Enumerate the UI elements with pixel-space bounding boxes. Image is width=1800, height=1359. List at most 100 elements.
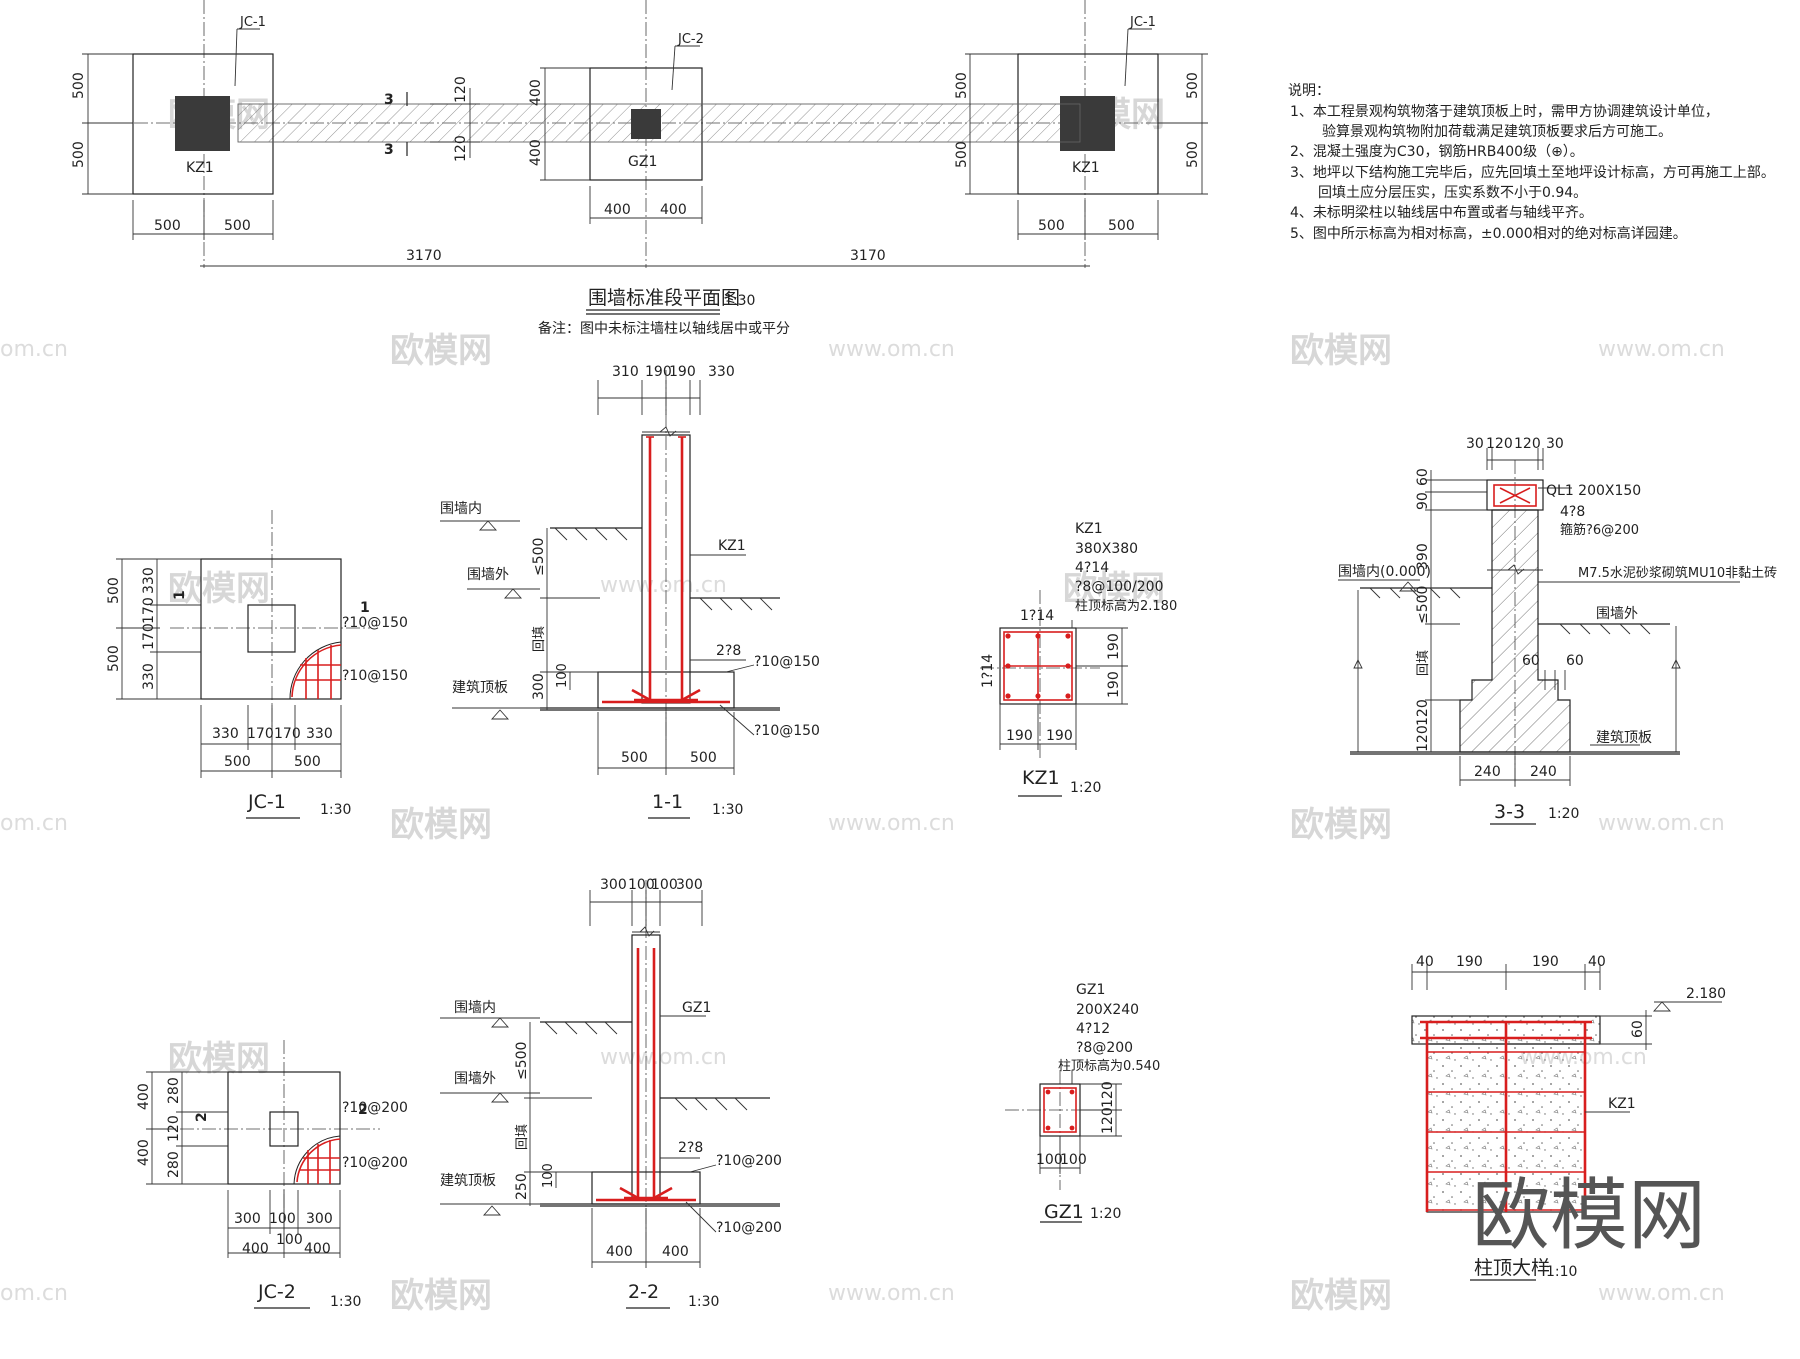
dim-text: 400 <box>660 202 687 218</box>
slab-label: 建筑顶板 <box>440 1173 496 1189</box>
h500-label: ≤500 <box>531 538 547 576</box>
dim-text: 170 <box>274 726 301 742</box>
cut-1-mark: 1 <box>360 600 370 616</box>
watermark-url: om.cn <box>0 1281 68 1306</box>
fill-label: 回填 <box>515 1124 530 1150</box>
gz1-spec: 200X240 <box>1076 1002 1139 1018</box>
inner-label: 围墙内 <box>454 1000 496 1016</box>
dim-text: 390 <box>1415 543 1431 570</box>
dim-text: 500 <box>1108 218 1135 234</box>
watermark-brand: 欧模网 <box>1290 805 1392 845</box>
dim-text: 60 <box>1630 1020 1646 1038</box>
plan-view: JC-1 JC-2 JC-1 KZ1 GZ1 KZ1 500 500 400 4… <box>71 0 1208 337</box>
dim-text: 500 <box>954 72 970 99</box>
dim-text: 500 <box>106 577 122 604</box>
s33-scale: 1:20 <box>1548 806 1579 822</box>
gz1-spec: ?8@200 <box>1076 1040 1133 1056</box>
plan-scale: 1:30 <box>724 293 755 309</box>
dim-text: 190 <box>1532 954 1559 970</box>
rebar-label: ?10@150 <box>754 723 820 739</box>
notes-line: 5、图中所示标高为相对标高，±0.000相对的绝对标高详园建。 <box>1290 225 1687 242</box>
inner-label: 围墙内 <box>440 501 482 517</box>
kz1-spec: 4?14 <box>1075 560 1109 576</box>
dim-text: 190 <box>1456 954 1483 970</box>
dim-text: 400 <box>136 1139 152 1166</box>
dim-text: 240 <box>1474 764 1501 780</box>
cap-elevation: 2.180 <box>1686 986 1726 1002</box>
kz1-bar-label: 1?14 <box>1020 608 1054 624</box>
dim-text: 300 <box>306 1211 333 1227</box>
dim-text: 400 <box>304 1241 331 1257</box>
rebar-label: ?10@150 <box>754 654 820 670</box>
dim-text: 120 <box>166 1115 182 1142</box>
cap-scale: 1:10 <box>1546 1264 1577 1280</box>
watermark-brand: 欧模网 <box>1063 569 1165 609</box>
dim-text: 500 <box>106 645 122 672</box>
watermark-brand: 欧模网 <box>1290 1276 1392 1316</box>
dim-text: 400 <box>136 1083 152 1110</box>
watermark-brand: 欧模网 <box>390 805 492 845</box>
dim-text: 30 <box>1546 436 1564 452</box>
dim-text: 100 <box>1036 1152 1063 1168</box>
kz1-label: KZ1 <box>718 538 746 554</box>
cap-title: 柱顶大样 <box>1474 1257 1550 1279</box>
cap-kz1-label: KZ1 <box>1608 1096 1636 1112</box>
inner-label: 围墙内(0.000) <box>1338 564 1431 580</box>
section-1-1: 310 190 190 330 围墙内 围墙外 建筑顶板 ≤500 <box>440 364 820 819</box>
dim-text: 330 <box>708 364 735 380</box>
notes-line: 3、地坪以下结构施工完毕后，应先回填土至地坪设计标高，方可再施工上部。 <box>1290 164 1775 181</box>
notes-line: 4、未标明梁柱以轴线居中布置或者与轴线平齐。 <box>1290 205 1593 221</box>
dim-text: 120 <box>1100 1081 1116 1108</box>
s33-title: 3-3 <box>1494 801 1525 823</box>
kz1-label: KZ1 <box>186 160 214 176</box>
dim-text: 500 <box>294 754 321 770</box>
ql1-spec: 箍筋?6@200 <box>1560 522 1639 538</box>
dim-text: 400 <box>662 1244 689 1260</box>
dim-text: 400 <box>604 202 631 218</box>
fill-label: 回填 <box>1416 650 1431 676</box>
dim-text: 250 <box>514 1173 530 1200</box>
kz1-spec: KZ1 <box>1075 521 1103 537</box>
jc2-rebar-label: ?10@200 <box>342 1100 408 1116</box>
dim-text: 40 <box>1588 954 1606 970</box>
section-3-mark: 3 <box>384 92 394 108</box>
plan-note: 备注：图中未标注墙柱以轴线居中或平分 <box>538 320 790 337</box>
kz1-label: KZ1 <box>1072 160 1100 176</box>
watermark-brand: 欧模网 <box>1290 331 1392 371</box>
dim-text: 300 <box>531 673 547 700</box>
cut-2-mark: 2 <box>194 1112 210 1122</box>
gz1-column-section: GZ1 200X240 4?12 ?8@200 柱顶标高为0.540 120 1… <box>1005 982 1160 1223</box>
watermark-url: www.om.cn <box>1598 811 1725 836</box>
slab-label: 建筑顶板 <box>1596 730 1652 746</box>
column-cap-detail: 40 190 190 40 60 2.180 KZ1 欧模网 柱顶大样 1:10 <box>1411 954 1726 1281</box>
dim-text: 330 <box>306 726 333 742</box>
ql1-spec: 4?8 <box>1560 504 1585 520</box>
dim-text: 240 <box>1530 764 1557 780</box>
dim-text: 30 <box>1466 436 1484 452</box>
dim-text: 190 <box>669 364 696 380</box>
watermark-url: www.om.cn <box>828 811 955 836</box>
rebar-label: ?10@200 <box>716 1220 782 1236</box>
dim-text: 100 <box>651 877 678 893</box>
outer-label: 围墙外 <box>454 1071 496 1087</box>
dim-text: 190 <box>1006 728 1033 744</box>
dim-text: 3170 <box>850 248 886 264</box>
dim-text: 400 <box>528 139 544 166</box>
section-3-mark: 3 <box>384 142 394 158</box>
gz1-scale: 1:20 <box>1090 1206 1121 1222</box>
dim-text: 190 <box>1106 633 1122 660</box>
gz1-label: GZ1 <box>628 154 657 170</box>
gz1-column-plan <box>631 109 661 139</box>
dim-text: 500 <box>1038 218 1065 234</box>
jc1-tag: JC-1 <box>1129 15 1156 30</box>
dim-text: 100 <box>541 1163 556 1188</box>
dim-text: 190 <box>1106 671 1122 698</box>
dim-text: 100 <box>555 663 570 688</box>
s22-title: 2-2 <box>628 1281 659 1303</box>
dim-text: 100 <box>276 1232 303 1248</box>
dim-text: 170 <box>247 726 274 742</box>
watermark-url: om.cn <box>0 337 68 362</box>
dim-text: 400 <box>528 79 544 106</box>
watermark-url: www.om.cn <box>828 337 955 362</box>
dim-text: 40 <box>1416 954 1434 970</box>
